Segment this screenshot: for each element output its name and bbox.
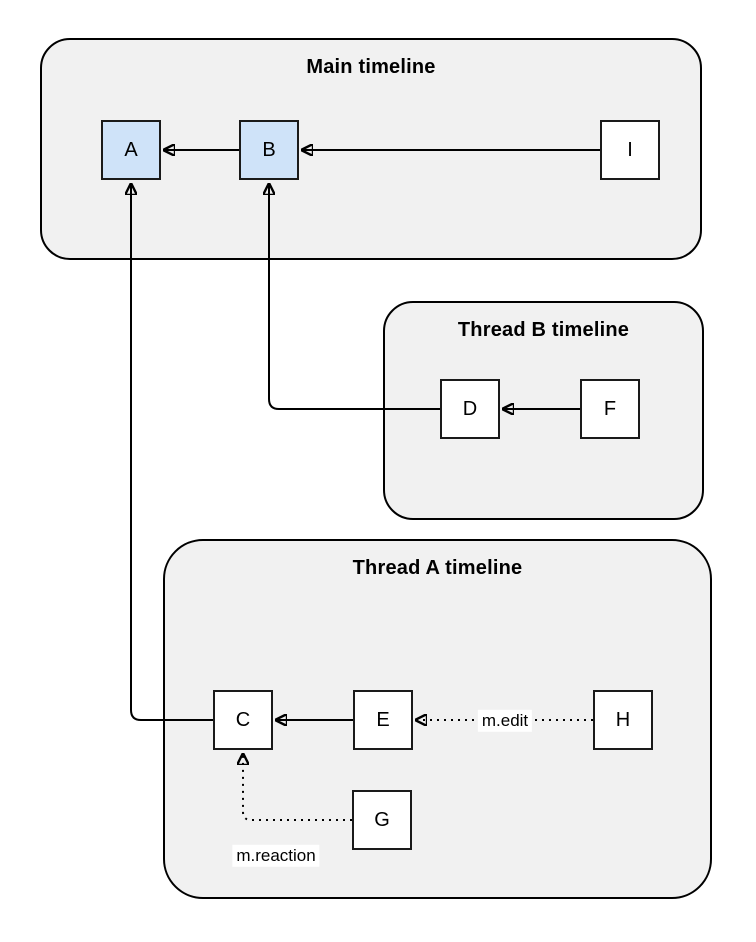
edge-c-to-a	[131, 183, 213, 721]
event-node-h-label: H	[615, 708, 631, 731]
event-node-g-label: G	[374, 808, 390, 831]
event-node-a: A	[101, 120, 161, 180]
event-node-h: H	[593, 690, 653, 750]
event-node-a-label: A	[124, 138, 138, 161]
event-node-e: E	[353, 690, 413, 750]
edge-g-to-c-m-reaction	[243, 753, 352, 821]
event-node-i: I	[600, 120, 660, 180]
edge-label-m-edit: m.edit	[477, 709, 533, 733]
edge-label-m-reaction: m.reaction	[232, 844, 320, 868]
thread-b-timeline-container: Thread B timeline	[383, 301, 704, 520]
main-timeline-title: Main timeline	[306, 56, 436, 78]
event-node-g: G	[352, 790, 412, 850]
event-node-f-label: F	[603, 397, 617, 420]
event-node-c-label: C	[235, 708, 251, 731]
event-node-d-label: D	[462, 397, 478, 420]
event-node-d: D	[440, 379, 500, 439]
event-node-f: F	[580, 379, 640, 439]
edge-d-to-b	[269, 183, 440, 410]
event-node-b: B	[239, 120, 299, 180]
event-node-e-label: E	[376, 708, 390, 731]
event-node-c: C	[213, 690, 273, 750]
thread-b-timeline-title: Thread B timeline	[457, 319, 630, 341]
event-node-b-label: B	[262, 138, 276, 161]
thread-a-timeline-title: Thread A timeline	[352, 557, 523, 579]
event-node-i-label: I	[627, 138, 633, 161]
